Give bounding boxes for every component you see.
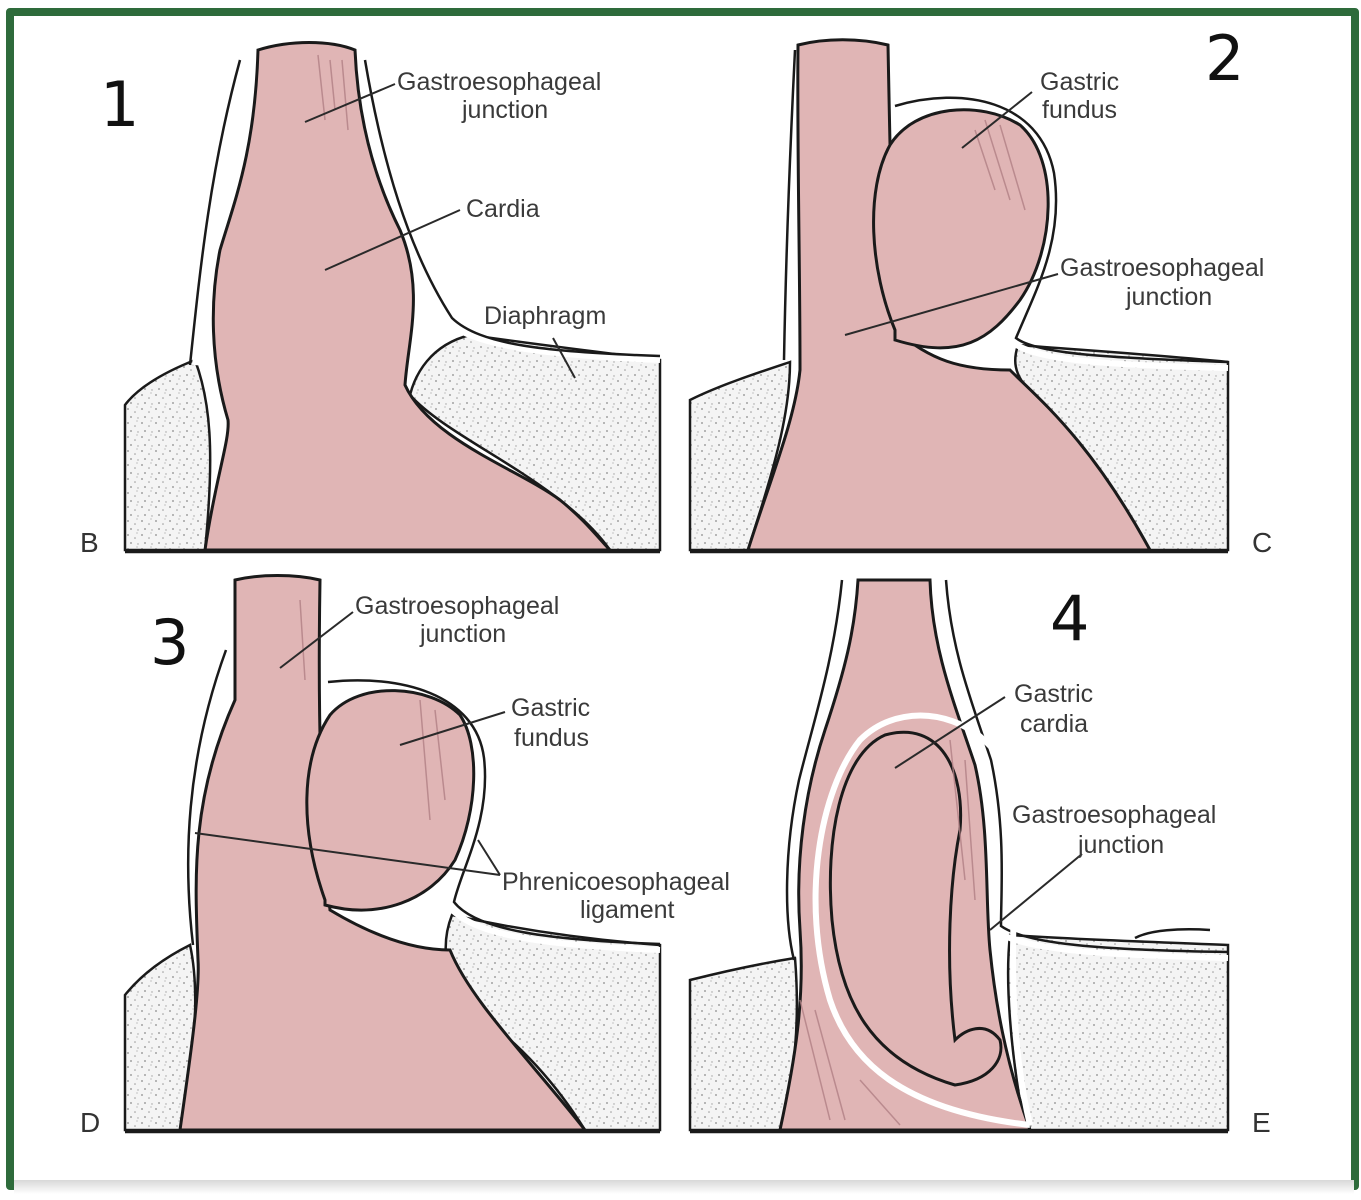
fundus-d xyxy=(305,689,476,912)
label-e-gej-2: junction xyxy=(1077,831,1164,859)
label-e-gej-1: Gastroesophageal xyxy=(1012,801,1216,829)
label-d-gej-1: Gastroesophageal xyxy=(355,592,559,620)
label-b-diaphragm: Diaphragm xyxy=(484,302,606,330)
label-d-ligament-2: ligament xyxy=(580,896,675,924)
label-d-ligament-1: Phrenicoesophageal xyxy=(502,868,730,896)
label-d-gej-2: junction xyxy=(419,620,506,648)
leader-c-gej xyxy=(844,273,1059,336)
label-b-gej-2: junction xyxy=(461,96,548,124)
panel-letter-d: D xyxy=(80,1107,100,1138)
leader-b-diaphragm xyxy=(552,337,576,379)
label-b-cardia: Cardia xyxy=(466,195,540,223)
membrane-c-right xyxy=(894,96,1229,364)
membrane-e-left xyxy=(785,579,844,961)
panel-b: Gastroesophageal junction Cardia Diaphra… xyxy=(80,41,662,558)
label-c-fundus-2: fundus xyxy=(1042,96,1117,124)
membrane-e-right xyxy=(944,579,1229,954)
diaphragm-right-e xyxy=(1006,933,1230,1132)
stomach-c xyxy=(745,38,1153,552)
membrane-c-left xyxy=(782,49,797,361)
stomach-b xyxy=(203,41,614,552)
label-c-gej-2: junction xyxy=(1125,283,1212,311)
frame-shadow xyxy=(14,1180,1354,1194)
panel-letter-e: E xyxy=(1252,1107,1271,1138)
panel-letter-b: B xyxy=(80,527,99,558)
label-e-cardia-1: Gastric xyxy=(1014,680,1093,708)
panel-number-2: 2 xyxy=(1205,22,1244,95)
panel-c: Gastric fundus Gastroesophageal junction… xyxy=(688,22,1272,558)
diaphragm-left-e xyxy=(688,956,799,1132)
label-c-gej-1: Gastroesophageal xyxy=(1060,254,1264,282)
membrane-d-right xyxy=(327,679,661,946)
panel-number-4: 4 xyxy=(1050,582,1089,655)
diaphragm-right-b xyxy=(408,333,662,552)
leader-c-fundus xyxy=(961,91,1033,149)
leader-d-fundus xyxy=(399,711,506,746)
membrane-b-left xyxy=(188,59,242,366)
diaphragm-left-b xyxy=(123,358,212,552)
leader-b-gej xyxy=(304,83,396,123)
label-b-gej-1: Gastroesophageal xyxy=(397,68,601,96)
label-c-fundus-1: Gastric xyxy=(1040,68,1119,96)
label-e-cardia-2: cardia xyxy=(1020,710,1088,738)
fundus-c xyxy=(872,108,1050,350)
label-d-fundus-2: fundus xyxy=(514,724,589,752)
panel-number-1: 1 xyxy=(100,68,139,141)
panel-letter-c: C xyxy=(1252,527,1272,558)
membrane-d-left xyxy=(186,649,228,946)
membrane-b-right xyxy=(363,59,661,358)
panel-e: Gastric cardia Gastroesophageal junction… xyxy=(688,578,1271,1138)
stomach-d xyxy=(178,574,589,1132)
leader-d-gej xyxy=(279,611,354,669)
leader-b-cardia xyxy=(324,209,461,271)
label-d-fundus-1: Gastric xyxy=(511,694,590,722)
leader-e-gej xyxy=(989,853,1083,931)
leader-d-ligament xyxy=(194,832,501,876)
panel-d: Gastroesophageal junction Gastric fundus… xyxy=(80,574,730,1138)
leader-e-cardia xyxy=(894,696,1006,769)
panel-number-3: 3 xyxy=(150,606,189,679)
